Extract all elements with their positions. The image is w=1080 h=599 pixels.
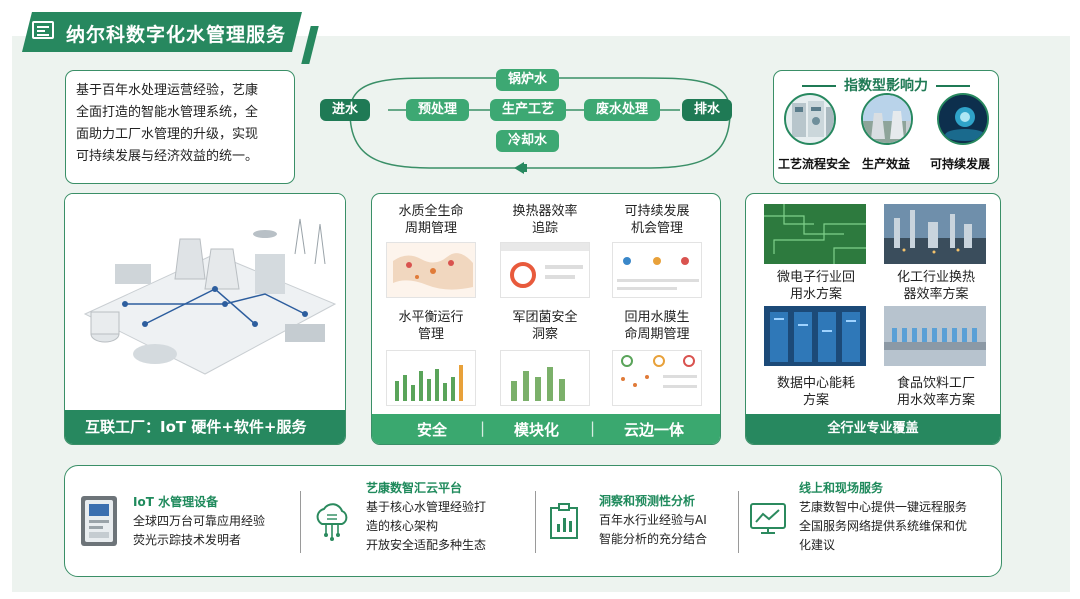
flow-pretreatment: 预处理 bbox=[406, 99, 470, 121]
data-center-image bbox=[764, 306, 866, 366]
industries-card: 微电子行业回用水方案 化工行业换热器效率方案 数据中心能耗方案 食品饮料工厂用水… bbox=[745, 193, 1001, 445]
process-safety-icon bbox=[784, 93, 836, 145]
flow-boiler-water: 锅炉水 bbox=[496, 69, 560, 91]
service-title: IoT 水管理设备 bbox=[133, 495, 219, 509]
module-thumbnail-map bbox=[386, 242, 476, 298]
cloud-platform-icon bbox=[316, 503, 348, 541]
factory-illustration bbox=[65, 194, 345, 412]
industry-title: 食品饮料工厂用水效率方案 bbox=[896, 376, 975, 408]
intro-line: 基于百年水处理运营经验，艺康 bbox=[76, 83, 259, 98]
service-title: 艺康数智汇云平台 bbox=[366, 481, 463, 495]
monitor-chart-icon bbox=[750, 503, 786, 534]
report-icon bbox=[32, 21, 54, 39]
divider bbox=[535, 491, 536, 553]
flow-inlet: 进水 bbox=[320, 99, 371, 121]
module-title: 军团菌安全洞察 bbox=[512, 310, 578, 342]
service-title: 洞察和预测性分析 bbox=[599, 494, 696, 508]
module-thumbnail-kpi bbox=[612, 350, 702, 406]
connected-factory-card: 互联工厂：IoT 硬件+软件+服务 bbox=[64, 193, 346, 445]
services-bar: IoT 水管理设备 全球四万台可靠应用经验荧光示踪技术发明者 艺康数智汇云平台 … bbox=[64, 465, 1002, 577]
modules-card: 水质全生命周期管理 换热器效率追踪 可持续发展机会管理 水平衡运行管理 军团菌安… bbox=[371, 193, 721, 445]
chemical-plant-image bbox=[884, 204, 986, 264]
flow-production: 生产工艺 bbox=[490, 99, 567, 121]
intro-line: 面助力工厂水管理的升级，实现 bbox=[76, 127, 259, 142]
industry-title: 化工行业换热器效率方案 bbox=[896, 270, 975, 302]
factory-caption: 互联工厂：IoT 硬件+软件+服务 bbox=[65, 410, 345, 444]
separator: | bbox=[480, 419, 486, 437]
service-desc: 基于核心水管理经验打造的核心架构开放安全适配多种生态 bbox=[366, 500, 487, 552]
module-title: 换热器效率追踪 bbox=[512, 204, 578, 236]
module-title: 水平衡运行管理 bbox=[398, 310, 464, 342]
modules-footer: 安全 | 模块化 | 云边一体 bbox=[372, 414, 720, 444]
intro-line: 全面打造的智能水管理系统，全 bbox=[76, 105, 259, 120]
feature-cloud-edge: 云边一体 bbox=[624, 421, 685, 439]
module-title: 回用水膜生命周期管理 bbox=[624, 310, 690, 342]
service-iot-devices: IoT 水管理设备 全球四万台可靠应用经验荧光示踪技术发明者 bbox=[75, 466, 305, 578]
industries-footer: 全行业专业覆盖 bbox=[746, 414, 1000, 444]
flow-cooling-water: 冷却水 bbox=[496, 130, 560, 152]
flow-arrow-icon bbox=[514, 162, 524, 174]
module-title: 可持续发展机会管理 bbox=[624, 204, 690, 236]
page-title: 纳尔科数字化水管理服务 bbox=[66, 24, 287, 46]
divider bbox=[300, 491, 301, 553]
intro-line: 可持续发展与经济效益的统一。 bbox=[76, 149, 259, 164]
food-beverage-image bbox=[884, 306, 986, 366]
industry-title: 数据中心能耗方案 bbox=[776, 376, 855, 408]
industry-title: 微电子行业回用水方案 bbox=[776, 270, 855, 302]
impact-label: 工艺流程安全 bbox=[778, 157, 851, 171]
module-thumbnail-gauge bbox=[500, 242, 590, 298]
header-banner: 纳尔科数字化水管理服务 bbox=[22, 12, 319, 64]
module-thumbnail-chart bbox=[500, 350, 590, 406]
module-thumbnail-dashboard bbox=[612, 242, 702, 298]
microelectronics-image bbox=[764, 204, 866, 264]
module-thumbnail-bars bbox=[386, 350, 476, 406]
flow-outlet: 排水 bbox=[682, 99, 733, 121]
iot-device-icon bbox=[81, 496, 117, 546]
feature-modular: 模块化 bbox=[514, 421, 560, 439]
analytics-icon bbox=[550, 503, 578, 539]
impact-label: 可持续发展 bbox=[930, 157, 991, 171]
separator: | bbox=[590, 419, 596, 437]
feature-safety: 安全 bbox=[417, 421, 448, 439]
service-title: 线上和现场服务 bbox=[799, 481, 884, 495]
service-cloud-platform: 艺康数智汇云平台 基于核心水管理经验打造的核心架构开放安全适配多种生态 bbox=[310, 466, 540, 578]
impact-box: 指数型影响力 工艺流程安全 生产效益 可持续发展 bbox=[773, 70, 999, 184]
service-desc: 全球四万台可靠应用经验荧光示踪技术发明者 bbox=[133, 514, 266, 547]
sustainability-icon bbox=[937, 93, 989, 145]
service-desc: 艺康数智中心提供一键远程服务全国服务网络提供系统维保和优化建议 bbox=[799, 500, 968, 552]
divider bbox=[738, 491, 739, 553]
impact-title: 指数型影响力 bbox=[774, 75, 998, 95]
intro-text-box: 基于百年水处理运营经验，艺康 全面打造的智能水管理系统，全 面助力工厂水管理的升… bbox=[65, 70, 295, 184]
production-benefit-icon bbox=[861, 93, 913, 145]
flow-wastewater: 废水处理 bbox=[584, 99, 661, 121]
service-online-onsite: 线上和现场服务 艺康数智中心提供一键远程服务全国服务网络提供系统维保和优化建议 bbox=[749, 466, 999, 578]
module-title: 水质全生命周期管理 bbox=[398, 204, 464, 236]
impact-label: 生产效益 bbox=[862, 157, 911, 171]
